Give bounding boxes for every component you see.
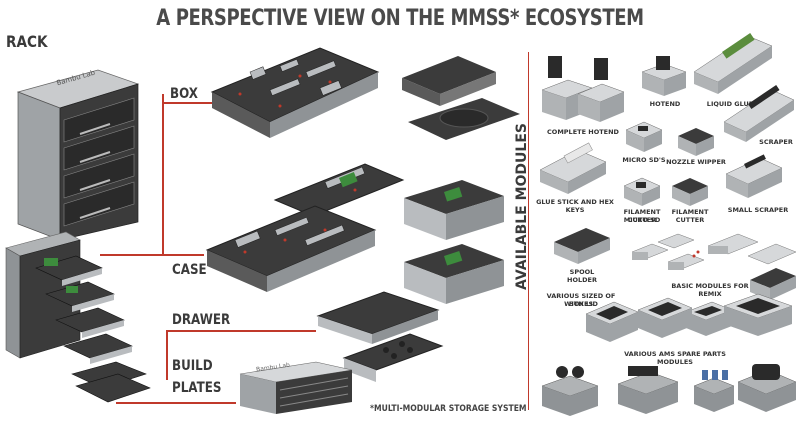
label-build: BUILD xyxy=(172,358,213,374)
module-label-micro-sds: MICRO SD'S xyxy=(622,156,666,164)
box-closed-illustration xyxy=(392,50,522,160)
module-label-filament-cutter-sd-2: MICRO SD xyxy=(623,216,661,224)
build-plates-graphic xyxy=(239,361,353,414)
module-small-scraper-graphic xyxy=(724,152,784,202)
footnote: *MULTI-MODULAR STORAGE SYSTEM xyxy=(370,404,527,414)
available-modules-label: AVAILABLE MODULES xyxy=(514,123,530,290)
box-connector-h xyxy=(162,102,214,104)
module-label-small-scraper: SMALL SCRAPER xyxy=(727,206,789,214)
box-closed-graphic xyxy=(402,56,520,140)
module-label-boxes-lid-1: VARIOUS SIZED OF BOXES xyxy=(546,292,616,308)
module-micro-sds-graphic xyxy=(624,118,664,154)
module-label-ams-spare: VARIOUS AMS SPARE PARTS MODULES xyxy=(624,350,726,366)
box-connector xyxy=(162,94,164,254)
module-label-complete-hotend: COMPLETE HOTEND xyxy=(547,128,619,136)
module-basic-remix-graphic xyxy=(628,226,798,280)
label-box: BOX xyxy=(170,86,198,102)
module-ams-row-graphic xyxy=(538,356,798,418)
module-label-glue-stick: GLUE STICK AND HEX KEYS xyxy=(536,198,614,214)
module-scraper-graphic xyxy=(722,84,796,142)
module-label-filament-cutter-1: FILAMENT xyxy=(671,208,709,216)
drawer-connector-v xyxy=(166,330,168,380)
case-open-graphic xyxy=(205,163,405,292)
module-label-scraper: SCRAPER xyxy=(759,138,793,146)
box-open-graphic xyxy=(210,47,380,138)
page-title: A PERSPECTIVE VIEW ON THE MMSS* ECOSYSTE… xyxy=(156,6,644,31)
label-rack: RACK xyxy=(6,32,48,51)
drawer-tower-graphic xyxy=(5,231,151,403)
box-open-illustration xyxy=(210,42,380,142)
drawer-tower-illustration xyxy=(5,228,156,413)
module-label-filament-cutter-2: CUTTER xyxy=(675,216,705,224)
module-label-basic-remix: BASIC MODULES FOR REMIX xyxy=(671,282,749,298)
module-boxes-lid-graphic xyxy=(748,262,798,302)
rack-graphic xyxy=(16,69,140,241)
case-closed-graphic xyxy=(404,180,504,304)
build-plates-illustration: Bambu Lab xyxy=(236,360,356,418)
drawer-connector-h xyxy=(166,330,316,332)
case-open-illustration xyxy=(205,160,405,300)
module-hotend-graphic xyxy=(640,54,690,99)
module-spool-holder-graphic xyxy=(552,222,612,266)
case-closed-illustration xyxy=(400,178,510,308)
drawer-graphic xyxy=(316,291,444,382)
module-boxes-row-graphic xyxy=(582,290,796,346)
module-liquid-glue-graphic xyxy=(692,30,774,96)
module-label-boxes-lid-2: WITH LID xyxy=(564,300,598,308)
label-drawer: DRAWER xyxy=(172,312,231,328)
label-case: CASE xyxy=(172,262,207,278)
module-glue-stick-graphic xyxy=(538,140,608,196)
module-filament-cutter-sd-graphic xyxy=(622,174,662,208)
label-plates: PLATES xyxy=(172,380,222,396)
module-label-hotend: HOTEND xyxy=(649,100,681,108)
module-label-filament-cutter-sd-1: FILAMENT CUTTER xyxy=(623,208,661,224)
module-label-spool-holder: SPOOL HOLDER xyxy=(567,268,597,284)
module-label-liquid-glue: LIQUID GLUE xyxy=(706,100,754,108)
plates-connector-h xyxy=(116,402,236,404)
module-label-nozzle-wipper: NOZZLE WIPPER xyxy=(666,158,726,166)
module-nozzle-wipper-graphic xyxy=(676,124,716,158)
case-connector-h xyxy=(100,254,204,256)
module-complete-hotend-graphic xyxy=(538,50,628,125)
section-divider xyxy=(528,52,529,410)
drawer-illustration xyxy=(314,286,444,386)
rack-illustration: Bambu Lab xyxy=(10,62,140,242)
module-filament-cutter-graphic xyxy=(670,174,710,208)
